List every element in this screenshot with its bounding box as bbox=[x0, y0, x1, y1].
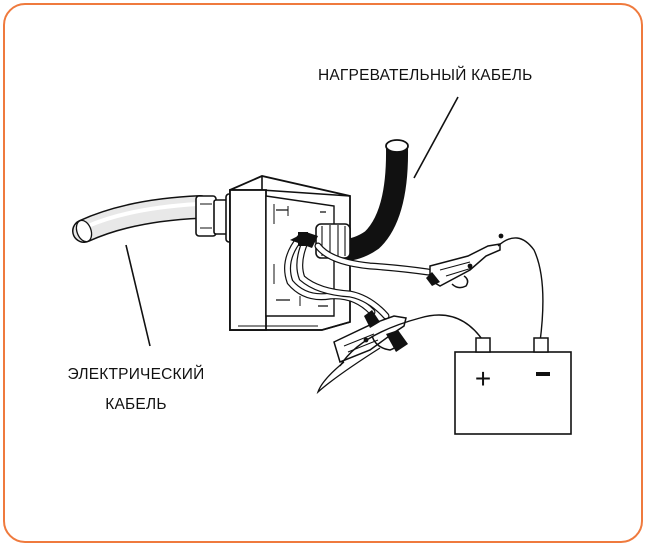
test-leads bbox=[316, 233, 544, 395]
battery-plus-sign: + bbox=[475, 363, 491, 394]
battery: + bbox=[454, 337, 572, 435]
crocodile-clip-left bbox=[333, 310, 408, 364]
electric-cable-label-line2: КАБЕЛЬ bbox=[105, 396, 167, 413]
internal-wires bbox=[284, 232, 432, 320]
heating-cable-label: НАГРЕВАТЕЛЬНЫЙ КАБЕЛЬ bbox=[318, 67, 533, 84]
leader-lines bbox=[125, 96, 459, 347]
electric-cable-label: ЭЛЕКТРИЧЕСКИЙ КАБЕЛЬ bbox=[52, 360, 220, 420]
battery-minus-sign bbox=[536, 372, 550, 376]
electric-cable bbox=[72, 195, 212, 243]
electric-cable-label-line1: ЭЛЕКТРИЧЕСКИЙ bbox=[67, 366, 205, 383]
crocodile-clip-right bbox=[426, 243, 501, 289]
